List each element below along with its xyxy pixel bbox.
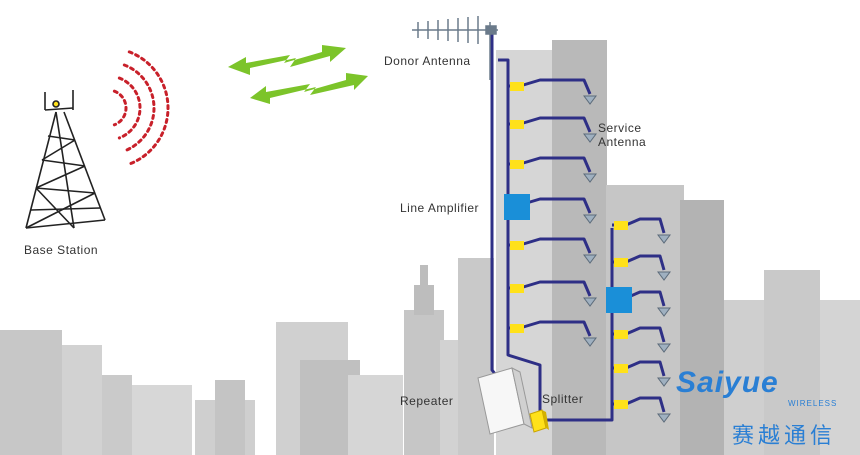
side-tower-face <box>680 200 724 455</box>
signal-wave-arc <box>122 63 156 153</box>
brand-name: Saiyue <box>676 366 779 399</box>
skyline-building <box>132 385 192 455</box>
skyline-building <box>764 270 820 455</box>
service-antenna-icon <box>583 173 597 183</box>
coupler <box>614 364 628 373</box>
service-antenna-icon <box>657 271 671 281</box>
coupler <box>614 221 628 230</box>
signal-wave-arc <box>112 89 128 127</box>
skyline-building <box>724 300 764 455</box>
line-amplifier-label: Line Amplifier <box>400 201 480 215</box>
yagi-antenna-icon <box>412 16 498 80</box>
service-antenna-icon <box>583 297 597 307</box>
splitter-unit <box>529 409 549 433</box>
coupler <box>614 258 628 267</box>
service-antenna-icon <box>657 234 671 244</box>
skyline-building <box>0 330 62 455</box>
base-station-tower-icon <box>25 90 106 229</box>
service-antenna-icon <box>583 337 597 347</box>
repeater-unit <box>477 367 533 435</box>
service-antenna-icon <box>657 413 671 423</box>
skyline-building <box>414 285 434 315</box>
coupler <box>614 330 628 339</box>
skyline-building <box>440 340 460 455</box>
repeater-label: Repeater <box>400 394 454 408</box>
main-tower-right-face <box>552 40 607 455</box>
donor-antenna-label: Donor Antenna <box>384 54 471 68</box>
service-antenna-icon <box>583 95 597 105</box>
service-antenna-icon <box>657 377 671 387</box>
coupler <box>510 284 524 293</box>
coupler <box>510 241 524 250</box>
main-building <box>458 40 724 455</box>
line-amplifier-upper <box>504 194 530 220</box>
city-skyline <box>0 265 860 455</box>
base-station-label: Base Station <box>24 243 99 257</box>
coupler <box>510 324 524 333</box>
coupler <box>510 160 524 169</box>
skyline-building <box>420 265 428 290</box>
coupler <box>510 82 524 91</box>
coupler <box>510 120 524 129</box>
service-antenna-icon <box>583 254 597 264</box>
service-antenna-icon <box>657 343 671 353</box>
bidirectional-arrow-icon <box>228 45 368 104</box>
service-antenna-icon <box>657 307 671 317</box>
service-antenna-icon <box>583 133 597 143</box>
brand-subtitle: WIRELESS <box>788 399 838 408</box>
service-antenna-label: Service Antenna <box>598 121 647 149</box>
signal-wave-arc <box>127 50 170 166</box>
skyline-building <box>102 375 132 455</box>
skyline-building <box>820 300 860 455</box>
signal-wave-arc <box>117 76 142 140</box>
coupler <box>614 400 628 409</box>
line-amplifier-side <box>606 287 632 313</box>
splitter-label: Splitter <box>542 392 584 406</box>
service-antennas <box>583 95 671 423</box>
skyline-building <box>62 345 102 455</box>
brand-chinese: 赛越通信 <box>732 424 837 449</box>
radio-signal-waves <box>112 50 170 166</box>
skyline-building <box>404 310 444 455</box>
skyline-building <box>348 375 403 455</box>
skyline-building <box>215 380 245 455</box>
service-antenna-icon <box>583 214 597 224</box>
